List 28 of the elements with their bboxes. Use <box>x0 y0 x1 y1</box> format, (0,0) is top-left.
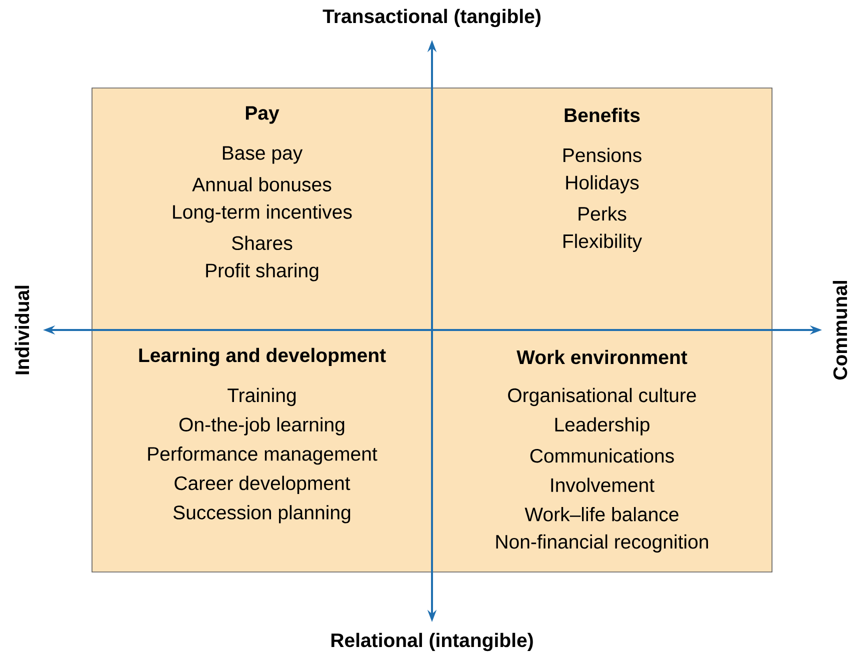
list-item: Communications <box>530 448 674 463</box>
list-item: Flexibility <box>564 234 642 252</box>
axis-label: Communal <box>832 281 848 380</box>
list-item: Pensions <box>564 148 642 162</box>
list-item: Profit sharing <box>206 263 318 282</box>
list-item: Holidays <box>566 175 639 194</box>
list-item: Leadership <box>555 417 650 436</box>
quadrant-heading: Benefits <box>564 108 640 122</box>
list-item: Performance management <box>148 446 378 465</box>
list-item: Career development <box>174 476 350 494</box>
list-item: Perks <box>578 206 626 221</box>
list-item: Work–life balance <box>524 507 678 522</box>
list-item: Long-term incentives <box>173 204 352 223</box>
list-item: Training <box>228 388 296 406</box>
list-item: Succession planning <box>173 505 350 524</box>
list-item: Non-financial recognition <box>496 534 708 553</box>
list-item: Base pay <box>222 146 303 164</box>
quadrant-heading: Pay <box>246 106 280 124</box>
list-item: Shares <box>232 236 292 250</box>
list-item: Involvement <box>551 478 654 492</box>
list-item: On-the-job learning <box>179 417 344 436</box>
axis-label: Transactional (tangible) <box>322 8 540 28</box>
axis-label: Relational (intangible) <box>331 632 533 652</box>
list-item: Annual bonuses <box>192 177 332 192</box>
list-item: Organisational culture <box>508 388 696 406</box>
axis-label: Individual <box>14 286 30 374</box>
quadrant-heading: Work environment <box>516 350 688 364</box>
quadrant-heading: Learning and development <box>139 348 386 366</box>
